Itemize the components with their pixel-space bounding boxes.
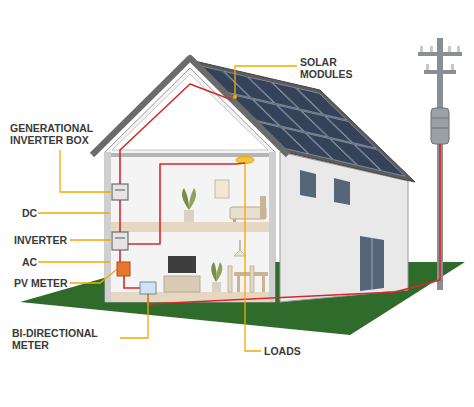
inverter-box-detail	[115, 190, 125, 191]
callout-label: GENERATIONAL INVERTER BOX	[10, 122, 110, 146]
window	[300, 170, 316, 198]
leader-dot	[233, 95, 237, 99]
dc-wire	[119, 200, 121, 232]
insulator	[451, 64, 454, 70]
callout-label: INVERTER	[14, 234, 67, 246]
pv-meter	[117, 262, 130, 276]
front-wall	[105, 68, 275, 302]
plant-pot	[184, 210, 194, 222]
bed-leg	[233, 219, 236, 222]
door-frame	[372, 238, 373, 289]
transformer	[431, 108, 449, 144]
callout-label: SOLAR MODULES	[300, 56, 366, 80]
leader-line	[38, 212, 110, 213]
inverter-box	[112, 184, 128, 200]
insulator	[430, 46, 433, 52]
pendant-cord	[240, 240, 241, 250]
leader-line	[70, 239, 111, 240]
transformer-rib	[431, 128, 449, 129]
ceiling-slab	[105, 153, 275, 157]
insulator	[448, 46, 451, 52]
pole-crossarm	[424, 70, 456, 74]
ceiling-light	[236, 157, 254, 164]
solar-panel	[355, 145, 405, 177]
pendant-lamp	[234, 250, 246, 256]
bi-directional-meter	[140, 282, 156, 294]
tv-stand	[164, 276, 200, 292]
plant-leaf	[189, 188, 196, 210]
callout-label: AC	[22, 256, 37, 268]
pole-crossarm	[418, 52, 462, 56]
leader-line	[235, 66, 297, 97]
left-wall	[105, 152, 111, 302]
grid-wire	[148, 144, 440, 304]
callout-label: PV METER	[14, 277, 68, 289]
insulator	[457, 46, 460, 52]
glass-door	[360, 236, 384, 291]
television	[168, 256, 196, 273]
window	[334, 178, 350, 205]
inverter	[112, 232, 128, 250]
transformer-rib	[431, 118, 449, 119]
chair	[250, 266, 254, 292]
leader-line	[245, 164, 261, 351]
plant-leaf	[211, 262, 216, 282]
lower-floor	[105, 292, 275, 302]
plant-leaf	[216, 262, 222, 282]
ac-wire	[119, 250, 121, 262]
callout-label: DC	[22, 207, 37, 219]
leader-line	[38, 261, 110, 262]
bed-headboard	[260, 196, 266, 219]
upper-floor	[105, 222, 275, 232]
inverter-detail	[115, 238, 125, 239]
insulator	[426, 64, 429, 70]
table-leg	[237, 276, 240, 292]
leader-line	[70, 270, 116, 283]
ac-wire	[124, 276, 140, 288]
plant-leaf	[182, 188, 189, 210]
chair	[228, 266, 232, 292]
roof-fascia	[92, 58, 288, 155]
load-wire	[128, 163, 245, 244]
table-leg	[262, 276, 265, 292]
insulator	[420, 46, 423, 52]
callout-label: LOADS	[264, 345, 301, 357]
callout-label: BI-DIRECTIONAL METER	[12, 327, 120, 351]
leader-line	[120, 295, 148, 338]
right-wall	[269, 152, 275, 302]
leader-line	[60, 150, 111, 192]
plant-pot	[212, 282, 221, 292]
dc-wire	[120, 84, 232, 184]
wall-picture	[215, 180, 229, 198]
